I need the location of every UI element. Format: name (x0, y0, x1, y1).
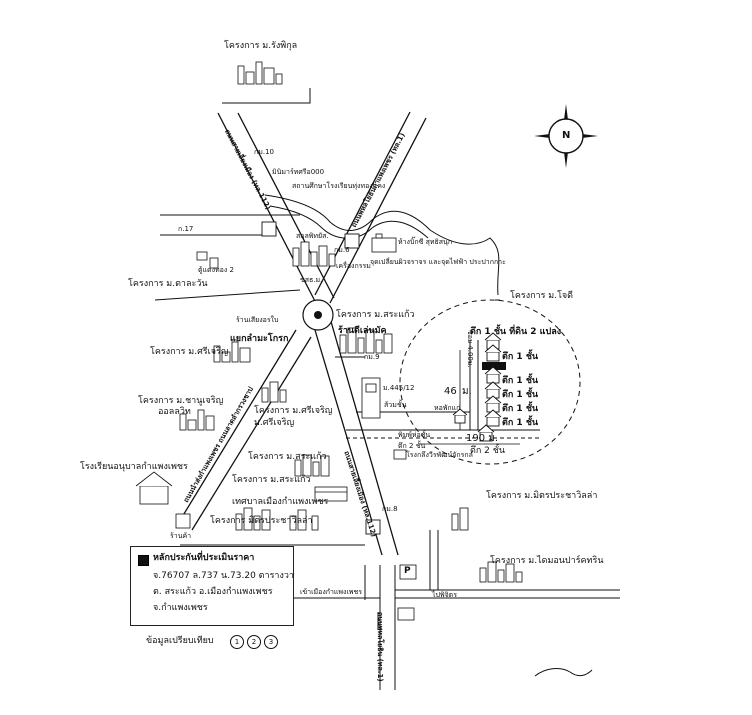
target-area-circle (399, 299, 581, 465)
label-sricharoen-mid-2: ม.ศรีเจริญ (254, 418, 295, 428)
label-shop-right: ร้านดีเล่นมัค (338, 326, 387, 336)
compass-north-label: N (562, 130, 571, 141)
label-toilet: ส้วมชั้น (384, 401, 407, 409)
label-mitr-right-1: โครงการ ม.มิตรประชาวิลล่า (486, 491, 598, 501)
label-jodee: โครงการ ม.โจดี (510, 291, 574, 301)
label-building-1e: ตึก 1 ชั้น (502, 418, 539, 428)
label-soi-width: ซอย 4.00ม. (466, 330, 474, 368)
label-building-1a: ตึก 1 ชั้น (502, 352, 539, 362)
label-dist-46: 46 (444, 386, 457, 397)
label-junction: แยกลำมะโกรก (230, 334, 289, 344)
label-building-2-plots: ตึก 1 ชั้น ที่ดิน 2 แปลง (470, 327, 562, 337)
label-mart-corner: จุดเปลี่ยนผิวจราจร และจุดไฟฟ้า ประปากกาะ (370, 258, 506, 266)
label-municipality: เทศบาลเมืองกำแพงเพชร (232, 497, 329, 507)
label-km9: กม.9 (364, 353, 380, 361)
label-sricharoen-mid: โครงการ ม.ศรีเจริญ (254, 406, 333, 416)
label-srakaew-lower: โครงการ ม.สระแก้ว (232, 475, 311, 485)
label-to-city: เข้าเมืองกำแพงเพชร (300, 588, 362, 596)
label-dist-46-unit: ม. (462, 386, 472, 397)
legend-marker (138, 555, 149, 566)
label-km8: กม.8 (382, 505, 398, 513)
label-clock: ขสธ.ม. (300, 276, 323, 284)
road-1-north (314, 111, 427, 304)
legend-box: หลักประกันที่ประเมินราคา จ.76707 ล.737 น… (130, 546, 294, 626)
label-chanchaeren: โครงการ ม.ชานูเจริญ (138, 396, 224, 406)
label-shop-small: ร้านค้า (170, 532, 192, 540)
label-shop-left: ร้านเสียงอรใบ (236, 316, 279, 324)
label-km10: กม.10 (254, 148, 274, 156)
compass-rose (534, 104, 598, 168)
compare-mark-2: 2 (247, 635, 261, 649)
road-112-north (217, 112, 335, 308)
label-srakaew-top: โครงการ ม.สระแก้ว (336, 310, 415, 320)
road-1-south-west (175, 329, 312, 531)
label-road-1-lower: ถนนพหลโยธิน (ทล.1) (376, 612, 384, 682)
label-shed1: พิมพ์ห่อชั้น (398, 431, 431, 439)
road-112-south (311, 317, 399, 556)
label-house-row: หอพักแก่ (434, 404, 461, 412)
label-school-gov: โรงเรียนอนุบาลกำแพงเพชร (80, 462, 188, 472)
label-dist-190: 190 ม. (466, 433, 499, 444)
label-mini-mart: มินิมาร์ทศรีอ000 (272, 168, 325, 176)
label-building-1d: ตึก 1 ชั้น (502, 404, 539, 414)
river (264, 194, 500, 296)
road-shields (261, 221, 381, 535)
building-clusters (135, 61, 523, 621)
label-school-loan: สถานศึกษาโรงเรียนทุ่งทองแคง (292, 182, 386, 190)
label-store: สกุลพิทยัส. (296, 232, 329, 240)
legend-line-1: จ.76707 ล.737 น.73.20 ตารางวา (153, 571, 294, 581)
label-shop-text: โรงกลึงวีรพัฒน์จักรกล (406, 451, 473, 459)
label-building-2: ตึก 2 ชั้น (470, 446, 506, 456)
label-building-1c: ตึก 1 ชั้น (502, 390, 539, 400)
label-shell: P (404, 566, 411, 576)
label-bigc: ห้างบิ๊กซี สุทธิสนุก (398, 238, 453, 246)
label-srakaew-mid: โครงการ ม.สระแก้ว (248, 452, 327, 462)
road-rangphikul (222, 88, 311, 104)
label-maiyabhorn: โครงการ ม.ไดมอนปาร์คทริน (490, 556, 604, 566)
label-market2: ตู้แดงทอง 2 (198, 266, 234, 274)
label-sricharoen-left: โครงการ ม.ศรีเจริญ (150, 347, 229, 357)
label-orlawit: ออลลวิท (158, 407, 191, 417)
legend-line-3: จ.กำแพงเพชร (153, 603, 208, 613)
label-chowjiw: เครื่องกรรม (336, 262, 371, 270)
label-km-small: กม.6 (334, 246, 350, 254)
label-shed2: ตึก 2 ชั้น (398, 442, 426, 450)
label-mitr-left: โครงการ มิตรประชาวิลล่า (210, 516, 313, 526)
legend-title: หลักประกันที่ประเมินราคา (153, 553, 255, 563)
legend-compare: ข้อมูลเปรียบเทียบ (146, 636, 214, 646)
label-rangphikul: โครงการ ม.รังพิกุล (224, 41, 298, 51)
road-talaban (154, 289, 301, 301)
legend-line-2: ต. สระแก้ว อ.เมืองกำแพงเพชร (153, 587, 273, 597)
target-plot (482, 362, 506, 370)
label-m445: ม.445/12 (383, 384, 415, 392)
compare-mark-3: 3 (264, 635, 278, 649)
label-km17: ก.17 (178, 225, 194, 233)
label-talaban: โครงการ ม.ตาละวัน (128, 279, 208, 289)
compare-mark-1: 1 (230, 635, 244, 649)
label-building-1b: ตึก 1 ชั้น (502, 376, 539, 386)
label-to-pichit: ไปพิจิตร (432, 591, 457, 599)
houses-row (452, 332, 502, 442)
signature-mark (534, 668, 593, 677)
